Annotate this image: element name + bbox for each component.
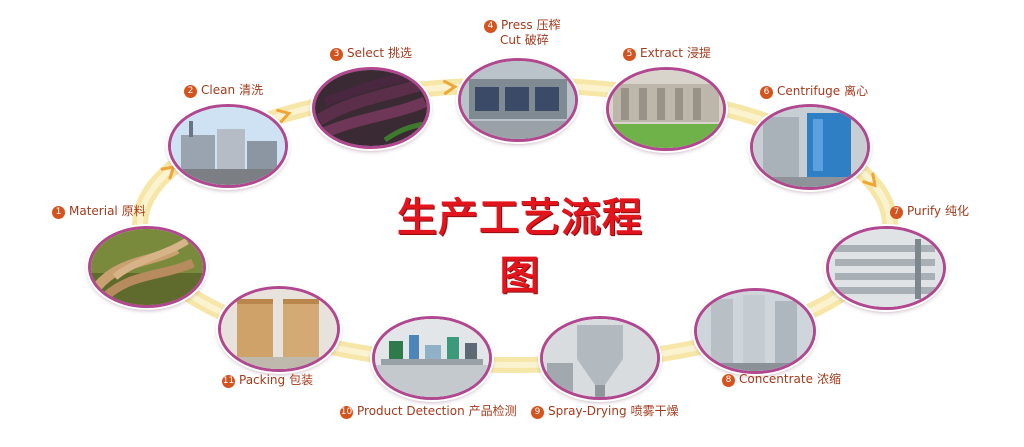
lab-equipment-icon <box>372 316 492 400</box>
centrifuge-icon <box>750 104 870 190</box>
roots-icon <box>88 226 206 308</box>
extraction-tank-icon <box>606 67 726 151</box>
drums-icon <box>218 286 340 372</box>
carrots-icon <box>312 67 430 149</box>
spray-dryer-icon <box>540 316 660 400</box>
press-machine-icon <box>458 58 578 142</box>
flow-arrow-icon <box>276 108 292 124</box>
flow-arrow-icon <box>443 79 458 95</box>
factory-icon <box>168 104 288 188</box>
purification-pipes-icon <box>826 226 946 310</box>
flow-arrow-icon <box>160 165 176 180</box>
flow-arrow-icon <box>862 172 877 188</box>
evaporator-icon <box>694 288 816 374</box>
diagram-title: 生产工艺流程图 <box>397 194 643 299</box>
